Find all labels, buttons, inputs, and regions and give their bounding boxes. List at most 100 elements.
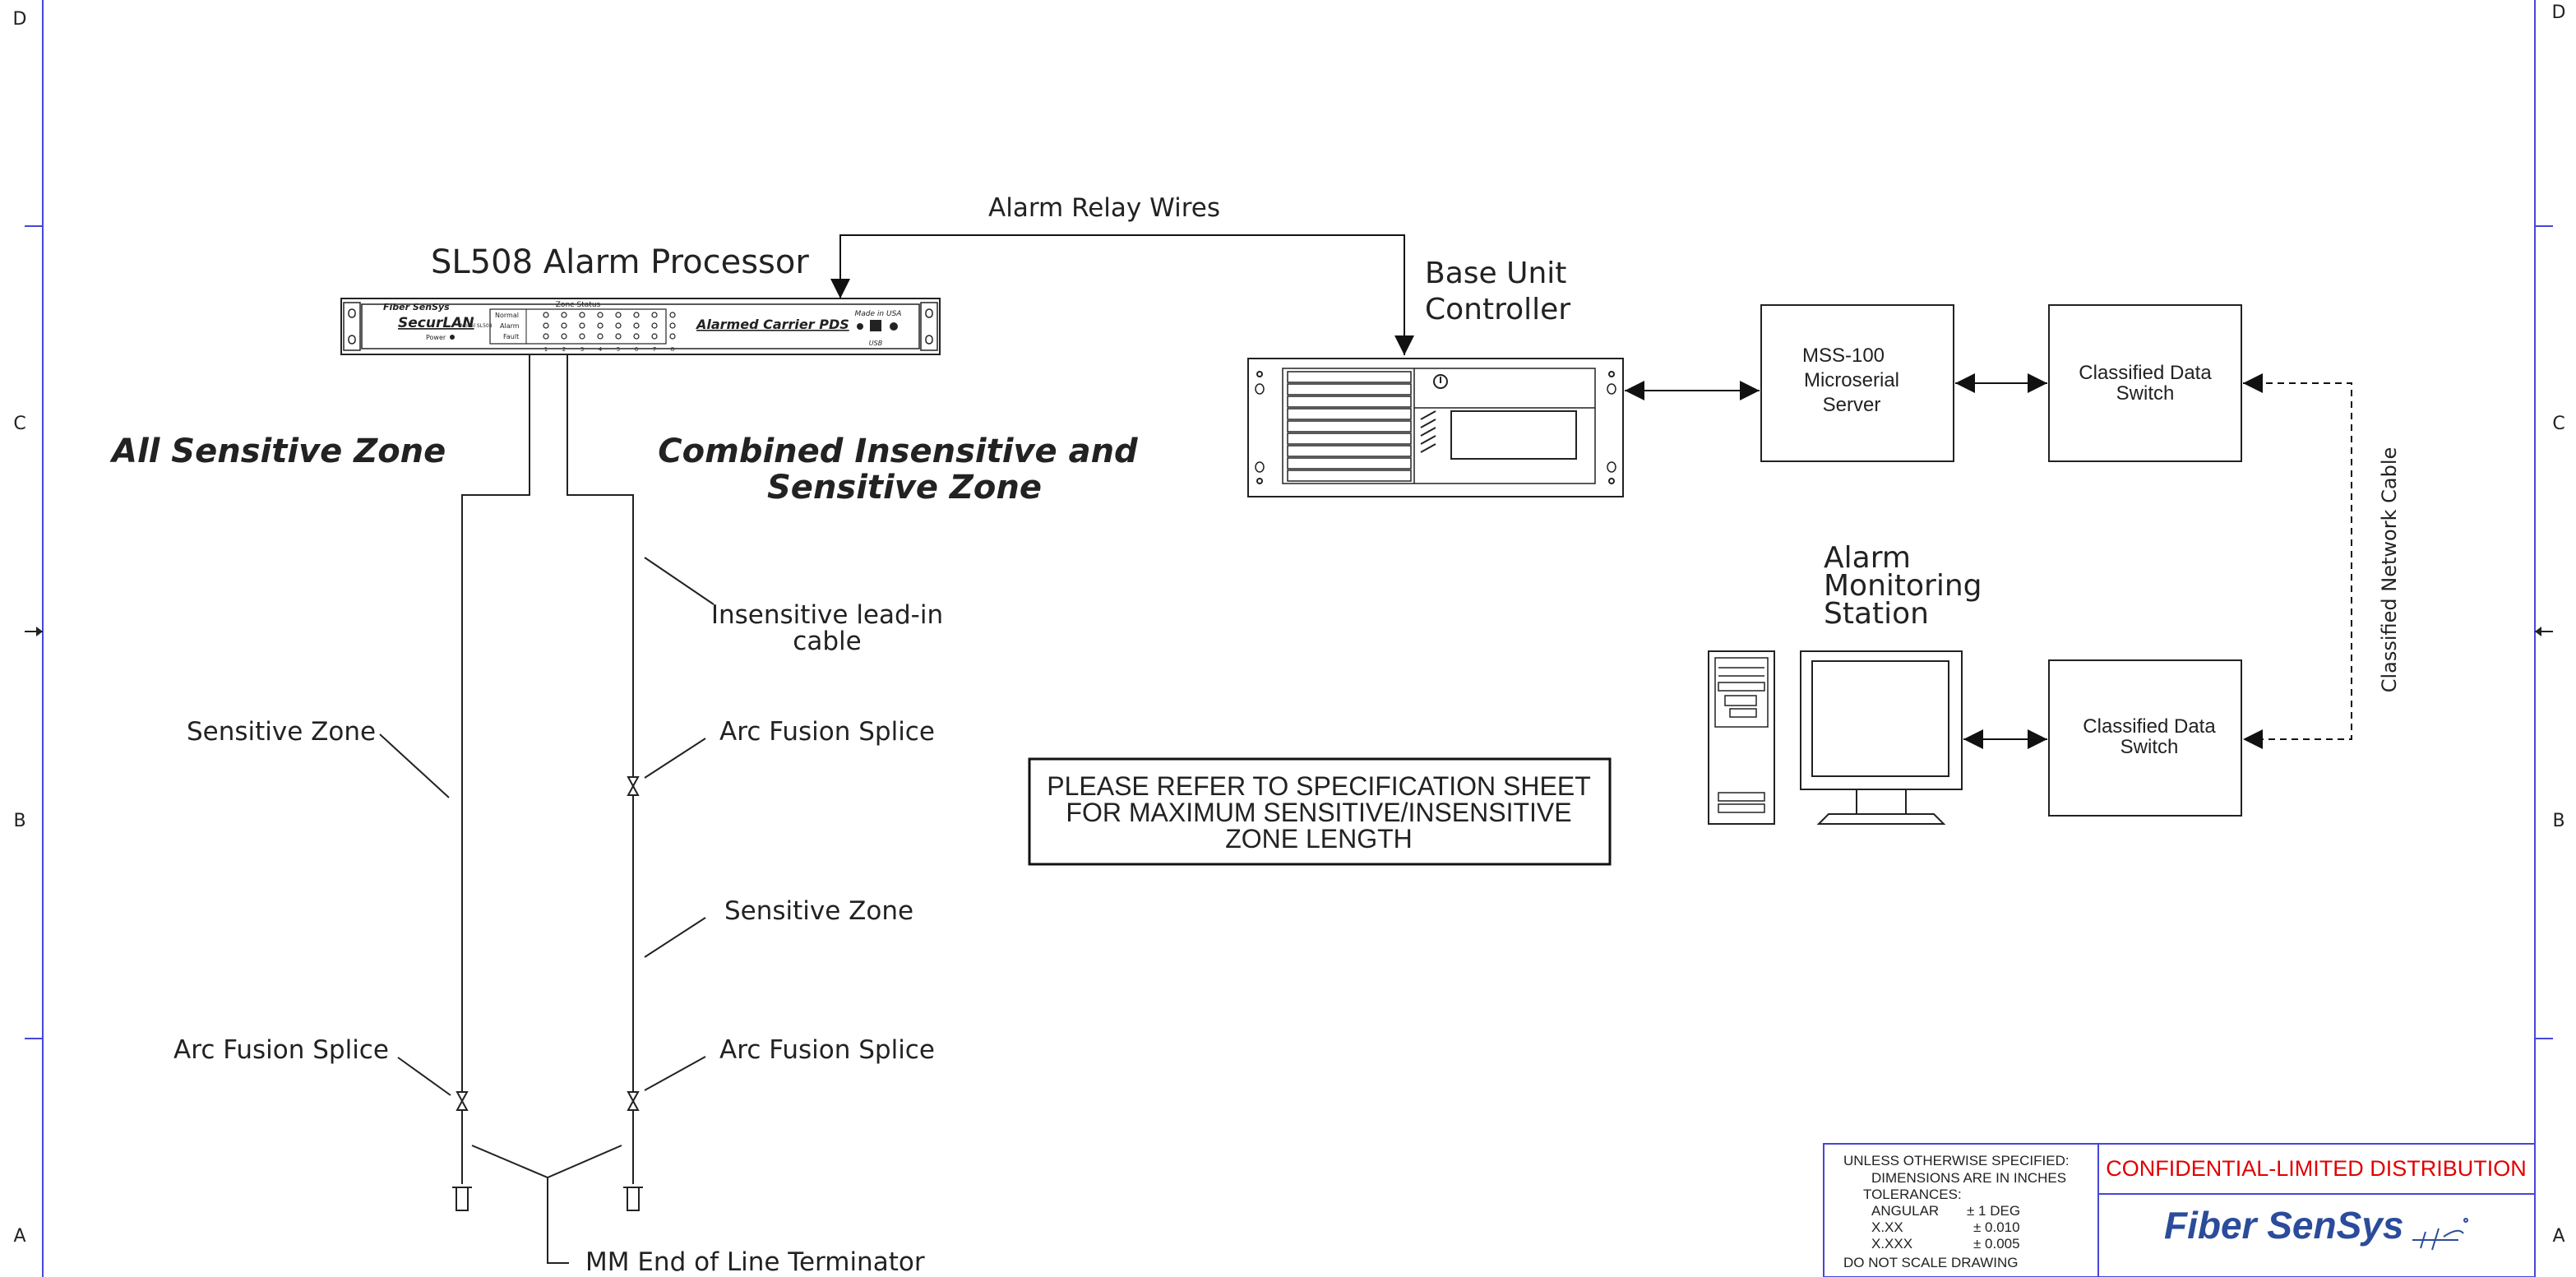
drawing-border [25, 0, 2553, 1277]
zone-number: 5 [617, 346, 620, 353]
row-normal-label: Normal [495, 312, 519, 319]
row-letter-left-d: D [13, 9, 27, 30]
zone-numbers: 1 2 3 4 5 6 7 8 [544, 346, 674, 353]
zone-status-label: Zone Status [556, 301, 601, 309]
device-model: SecurLAN [398, 315, 474, 331]
row-alarm-label: Alarm [500, 322, 520, 330]
mss-label-2: Microserial [1804, 369, 1899, 391]
switch-top-label-1: Classified Data [2079, 362, 2212, 384]
zone-number: 2 [562, 346, 566, 353]
zone-led [669, 312, 676, 318]
do-not-scale: DO NOT SCALE DRAWING [1843, 1255, 2019, 1270]
notice-line-3: ZONE LENGTH [1225, 824, 1413, 854]
sensitive-zone-right-label: Sensitive Zone [724, 896, 913, 926]
zone-led [633, 322, 640, 329]
drive-bay [1287, 383, 1412, 396]
fiber-sensys-logo: Fiber SenSys [2164, 1204, 2403, 1247]
zone-number: 1 [544, 346, 548, 353]
arc-splice-right-top-label: Arc Fusion Splice [719, 717, 935, 747]
spec-line-1: UNLESS OTHERWISE SPECIFIED: [1843, 1153, 2070, 1168]
zone-led [579, 312, 585, 318]
sensitive-zone-left-label: Sensitive Zone [187, 717, 376, 747]
tol-value-1: ± 0.010 [1973, 1219, 2020, 1235]
base-unit-label-1: Base Unit [1425, 257, 1566, 290]
left-center-mark [36, 627, 43, 636]
drive-bay [1287, 420, 1412, 433]
arc-splice-left-bottom-label: Arc Fusion Splice [173, 1035, 389, 1065]
row-letter-left-b: B [13, 811, 25, 831]
zone-led [615, 312, 622, 318]
tol-name-1: X.XX [1871, 1219, 1903, 1235]
spec-line-3: TOLERANCES: [1863, 1187, 1962, 1202]
usb-port-icon [870, 320, 881, 331]
drive-bay [1287, 470, 1412, 482]
zone-led [579, 333, 585, 340]
fiber-cables [461, 354, 634, 1184]
ams-label-3: Station [1824, 597, 1929, 631]
led-left-icon [857, 323, 863, 330]
made-in-label: Made in USA [855, 310, 902, 318]
computer-tower-icon [1708, 650, 1775, 825]
zone-led [615, 322, 622, 329]
zone-number: 7 [653, 346, 656, 353]
splice-left-bottom-icon [456, 1091, 469, 1111]
combined-zone-title-1: Combined Insensitive and [658, 433, 1138, 470]
end-terminator-right-icon [623, 1187, 643, 1211]
terminator-label: MM End of Line Terminator [585, 1247, 925, 1277]
zone-led [597, 333, 604, 340]
row-fault-label: Fault [503, 333, 519, 340]
title-block [1823, 1143, 2536, 1277]
classified-network-cable-label: Classified Network Cable [2378, 447, 2401, 693]
zone-led [597, 312, 604, 318]
zone-led [651, 322, 658, 329]
notice-line-2: FOR MAXIMUM SENSITIVE/INSENSITIVE [1066, 798, 1571, 827]
row-letter-right-d: D [2552, 2, 2566, 23]
device-brand-script: Fiber SenSys [383, 302, 450, 312]
all-sensitive-zone-title: All Sensitive Zone [109, 433, 446, 470]
confidential-label: CONFIDENTIAL-LIMITED DISTRIBUTION [2106, 1156, 2527, 1181]
arc-splice-right-bottom-label: Arc Fusion Splice [719, 1035, 935, 1065]
zone-led [633, 312, 640, 318]
classified-switch-top [2048, 304, 2242, 462]
sl508-leds [543, 312, 676, 340]
drive-bay [1287, 433, 1412, 445]
insensitive-label-1: Insensitive lead-in [711, 600, 943, 630]
ams-label-1: Alarm [1824, 541, 1911, 575]
row-letter-right-a: A [2552, 1226, 2564, 1247]
zone-led [543, 322, 549, 329]
base-unit-label-2: Controller [1425, 293, 1570, 326]
zone-led [561, 322, 567, 329]
cable-arrow-top [2243, 373, 2263, 393]
zone-number: 8 [671, 346, 674, 353]
zone-led [651, 312, 658, 318]
row-letter-right-c: C [2552, 414, 2564, 434]
device-power-label: Power [426, 334, 446, 341]
zone-number: 4 [599, 346, 603, 353]
zone-led [669, 333, 676, 340]
drive-bays [1287, 371, 1412, 482]
zone-number: 6 [635, 346, 639, 353]
zone-led [543, 312, 549, 318]
splice-right-top-icon [627, 776, 640, 796]
alarm-processor-title: SL508 Alarm Processor [431, 243, 809, 281]
mss-label-1: MSS-100 [1802, 345, 1885, 367]
zone-number: 3 [580, 346, 584, 353]
alarm-relay-wires-label: Alarm Relay Wires [988, 193, 1220, 223]
combined-zone-title-2: Sensitive Zone [767, 469, 1042, 507]
cable-arrow-bottom [2243, 729, 2263, 749]
zone-led [615, 333, 622, 340]
zone-led [543, 333, 549, 340]
row-letter-left-a: A [13, 1226, 25, 1247]
mss-label-3: Server [1823, 394, 1881, 416]
row-letter-left-c: C [13, 414, 25, 434]
monitor-icon [1800, 650, 1963, 825]
right-center-mark [2535, 627, 2541, 636]
fiber-sensys-logo-mark-icon [2412, 1218, 2468, 1251]
insensitive-label-2: cable [793, 627, 861, 656]
leader-lines [379, 557, 715, 1264]
tol-value-2: ± 0.005 [1973, 1236, 2020, 1252]
zone-led [561, 333, 567, 340]
notice-line-1: PLEASE REFER TO SPECIFICATION SHEET [1047, 771, 1590, 801]
zone-led [669, 322, 676, 329]
